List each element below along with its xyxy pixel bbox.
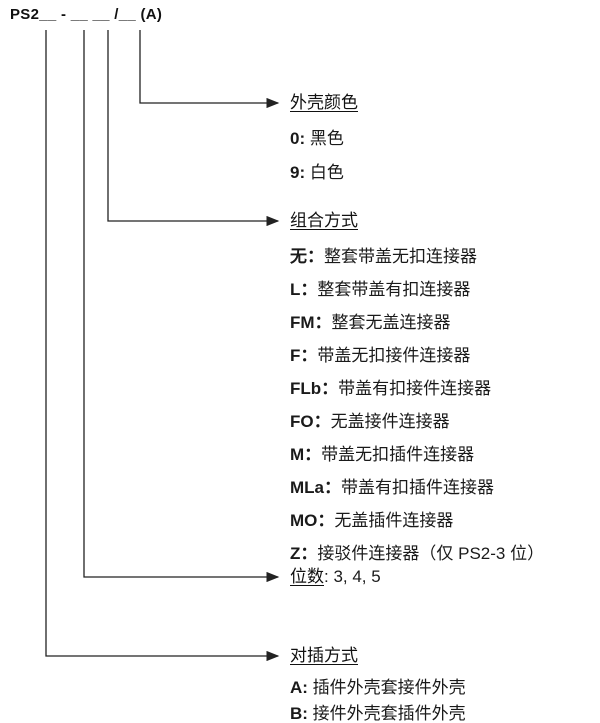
section-mating: 对插方式 A: 插件外壳套接件外壳 B: 接件外壳套插件外壳 [290, 645, 466, 723]
combination-option: FLb：带盖有扣接件连接器 [290, 379, 492, 398]
shell-color-option: 0: 黑色 [290, 129, 344, 148]
combination-option: M：带盖无扣插件连接器 [290, 445, 475, 464]
combination-option: FO：无盖接件连接器 [290, 412, 450, 431]
shell-color-option: 9: 白色 [290, 163, 344, 182]
combination-option: Z：接驳件连接器（仅 PS2-3 位） [290, 544, 545, 563]
leader-line-mating [45, 30, 280, 662]
shell-color-title: 外壳颜色 [290, 93, 358, 112]
shell-color-options: 0: 黑色 9: 白色 [290, 122, 358, 190]
model-code: PS2__ - __ __ /__ (A) [10, 6, 163, 23]
combination-option: FM：整套无盖连接器 [290, 313, 451, 332]
positions-value: : 3, 4, 5 [324, 567, 381, 586]
combination-option: F：带盖无扣接件连接器 [290, 346, 471, 365]
section-positions: 位数: 3, 4, 5 [290, 566, 381, 588]
leader-line-shell-color [139, 30, 280, 109]
positions-line: 位数: 3, 4, 5 [290, 566, 381, 588]
positions-title: 位数 [290, 567, 324, 586]
section-combination: 组合方式 无：整套带盖无扣连接器 L：整套带盖有扣连接器 FM：整套无盖连接器 … [290, 210, 544, 570]
mating-title: 对插方式 [290, 646, 358, 665]
combination-options: 无：整套带盖无扣连接器 L：整套带盖有扣连接器 FM：整套无盖连接器 F：带盖无… [290, 240, 544, 570]
mating-option: B: 接件外壳套插件外壳 [290, 704, 466, 723]
leader-line-combination [107, 30, 280, 227]
mating-option: A: 插件外壳套接件外壳 [290, 678, 466, 697]
combination-option: MLa：带盖有扣插件连接器 [290, 478, 494, 497]
combination-option: L：整套带盖有扣连接器 [290, 280, 471, 299]
section-shell-color: 外壳颜色 0: 黑色 9: 白色 [290, 92, 358, 190]
combination-option: MO：无盖插件连接器 [290, 511, 454, 530]
mating-options: A: 插件外壳套接件外壳 B: 接件外壳套插件外壳 [290, 675, 466, 723]
leader-line-positions [83, 30, 280, 583]
combination-option: 无：整套带盖无扣连接器 [290, 247, 477, 266]
combination-title: 组合方式 [290, 211, 358, 230]
